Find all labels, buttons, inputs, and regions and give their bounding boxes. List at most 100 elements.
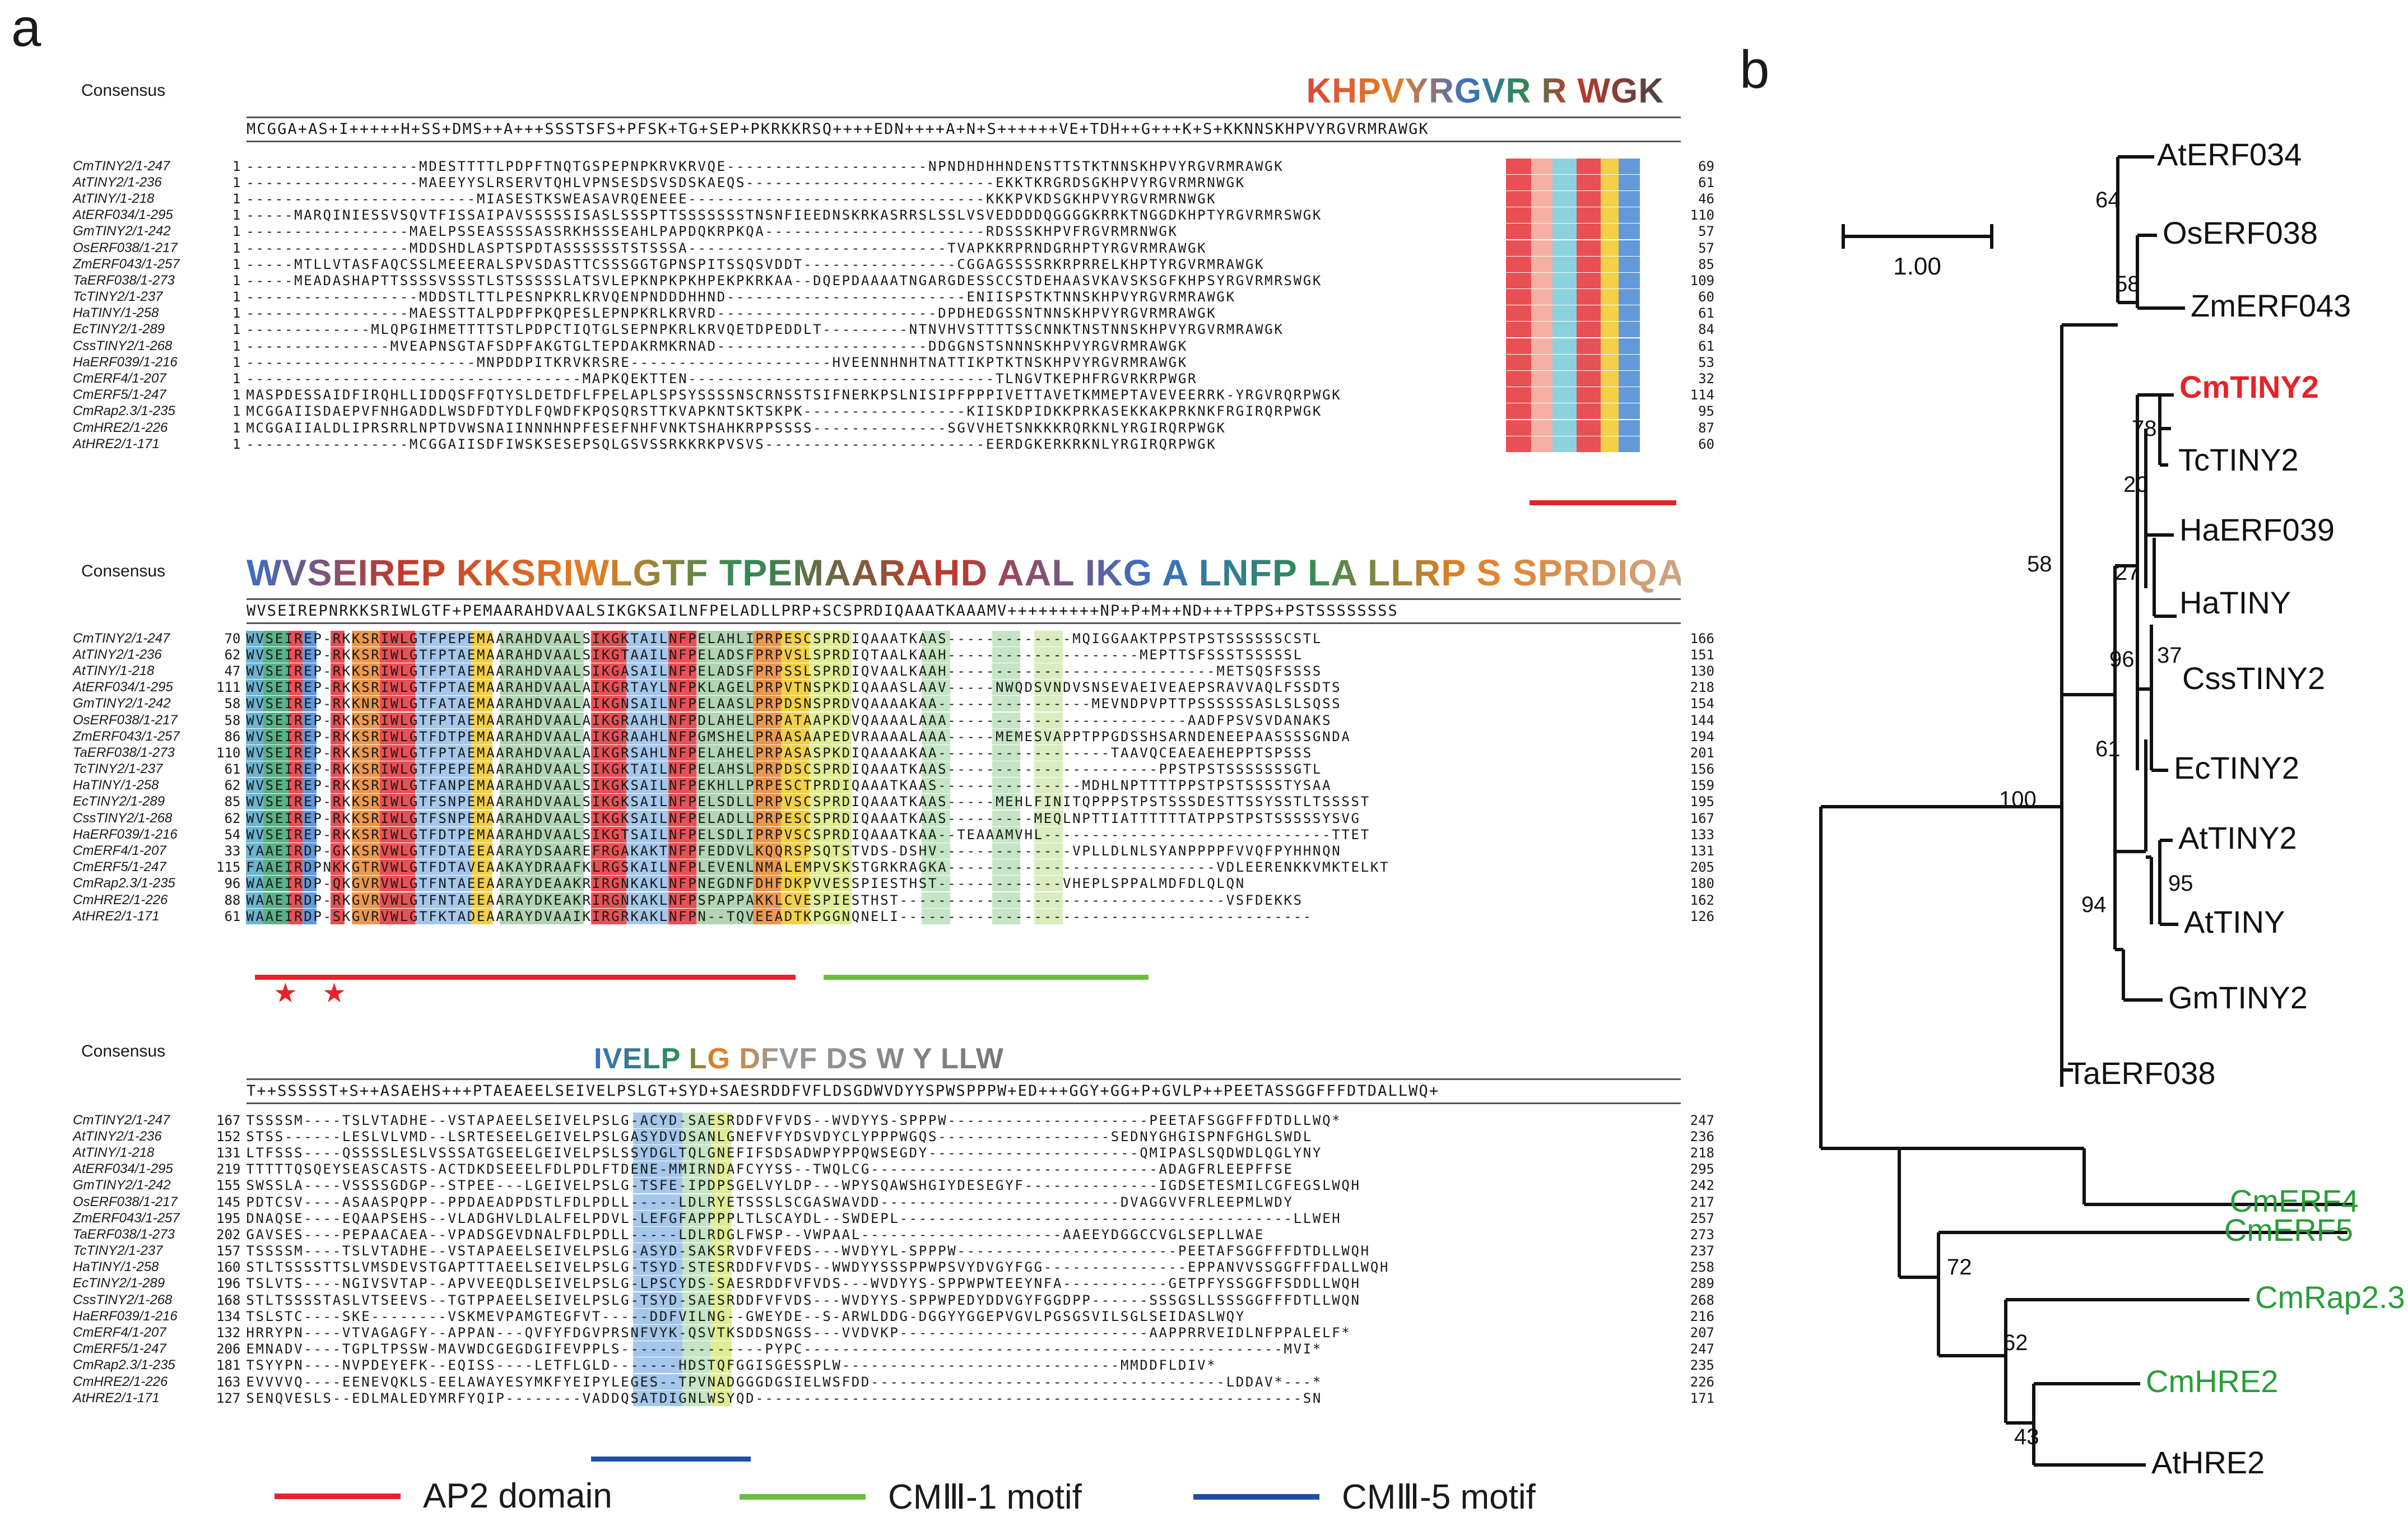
residue-highlight [809,630,852,646]
sequence-name: CmERF5/1-247 [73,387,166,403]
residue-highlight [1034,745,1063,761]
residue-highlight [499,892,584,908]
residue-highlight [331,892,345,908]
residue-highlight [263,680,289,696]
residue-highlight [922,745,950,761]
residue-highlight [302,712,317,728]
residue-highlight [626,646,669,663]
sequence-name: ZmERF043/1-257 [73,728,180,744]
residue-highlight [626,826,669,843]
sequence-name: CssTINY2/1-268 [73,1292,173,1308]
residue-highlight [752,646,782,663]
residue-highlight [263,778,289,794]
consensus-sequence: MCGGA+AS+I+++++H+SS+DMS++A+++SSSTSFS+PFS… [247,117,1681,142]
sequence-end: 84 [1698,322,1714,338]
residue-highlight [499,908,584,924]
residue-highlight [752,630,782,646]
residue-highlight [1531,190,1553,207]
residue-highlight [626,876,669,892]
residue-highlight [351,646,380,663]
residue-highlight [499,728,584,745]
residue-highlight [633,1292,683,1308]
sequence-end: 217 [1690,1194,1714,1210]
residue-highlight [633,1194,683,1210]
residue-highlight [781,794,810,810]
residue-highlight [380,663,415,679]
residue-highlight [809,696,852,712]
residue-highlight [633,1325,683,1341]
residue-highlight [499,761,584,778]
residue-highlight [591,892,626,908]
residue-highlight [415,908,472,924]
residue-highlight [263,646,289,663]
star-marker-2: ★ [322,979,347,1008]
residue-highlight [809,680,852,696]
leaf-label-ectiny2: EcTINY2 [2174,750,2299,785]
leaf-label-taerf038: TaERF038 [2067,1055,2216,1091]
sequence-name: HaERF039/1-216 [73,1308,178,1324]
sequence-residues: SENQVESLS--EDLMALEDYMRFYQIP--------VADDQ… [246,1390,1654,1406]
residue-highlight [263,843,289,859]
residue-highlight [288,663,303,679]
sequence-end: 295 [1690,1161,1714,1178]
residue-highlight [471,663,493,679]
residue-highlight [380,892,415,908]
sequence-residues: -----MEADASHAPTTSSSSVSSSTLSTSSSSSLATSVLE… [246,272,1654,289]
residue-highlight [781,646,810,663]
residue-highlight [626,663,669,679]
residue-highlight [1034,859,1063,876]
sequence-residues: WVSEIREP-RKKSRIWLGTFSNPEMAARAHDVAALSIKGK… [246,794,1654,810]
residue-highlight [351,761,380,778]
sequence-start: 1 [232,371,241,387]
residue-highlight [263,745,289,761]
residue-highlight [263,761,289,778]
sequence-name: CmHRE2/1-226 [73,892,168,908]
residue-highlight [710,1292,732,1308]
residue-highlight [471,630,493,646]
residue-highlight [415,892,472,908]
residue-highlight [1034,876,1063,892]
bootstrap-value: 62 [2003,1330,2028,1355]
residue-text: WVSEIREP-RKKSRIWLGTFSNPEMAARAHDVAALSIKGK… [246,794,1370,810]
sequence-end: 144 [1690,712,1714,728]
residue-highlight [591,761,626,778]
residue-highlight [1034,630,1063,646]
residue-highlight [351,712,380,728]
residue-highlight [351,876,380,892]
residue-highlight [809,826,852,843]
bootstrap-value: 37 [2157,643,2182,668]
residue-highlight [471,908,493,924]
sequence-end: 60 [1698,436,1714,452]
residue-highlight [710,1357,732,1374]
residue-highlight [1034,728,1063,745]
scale-bar-label: 1.00 [1893,253,1941,280]
residue-highlight [288,630,303,646]
residue-highlight [1506,256,1532,272]
residue-highlight [781,712,810,728]
residue-highlight [288,892,303,908]
residue-highlight [591,778,626,794]
sequence-residues: FAAEIRDPNKKGTRVWLGTFDTAVEAAKAYDRAAFKLRGS… [246,859,1654,876]
residue-highlight [380,761,415,778]
residue-highlight [696,794,753,810]
residue-highlight [380,778,415,794]
residue-highlight [351,728,380,745]
logo-letters: IVELP LG DFVF DS W Y LLW [594,1043,1004,1075]
residue-highlight [380,826,415,843]
cm3-5-motif-underline [591,1457,751,1462]
residue-highlight [246,794,263,810]
residue-text: SENQVESLS--EDLMALEDYMRFYQIP--------VADDQ… [246,1390,1323,1406]
sequence-end: 61 [1698,338,1714,354]
sequence-start: 110 [216,745,241,761]
sequence-end: 131 [1690,843,1714,859]
